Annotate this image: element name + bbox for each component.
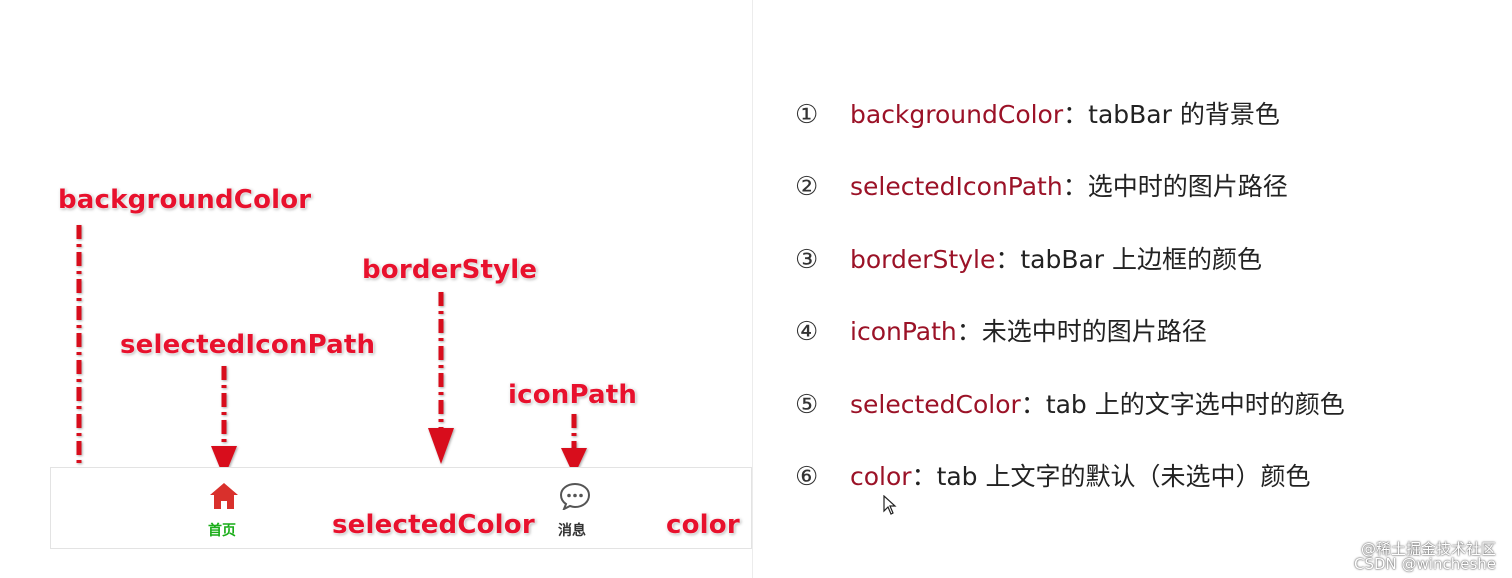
watermark-line-1: @稀土掘金技术社区 [1360, 540, 1496, 558]
legend-key: borderStyle [850, 245, 996, 274]
legend-number: ④ [795, 317, 819, 347]
mouse-cursor-icon [883, 494, 897, 519]
legend-desc: ：选中时的图片路径 [1062, 172, 1288, 201]
legend-desc: ：tab 上的文字选中时的颜色 [1020, 390, 1345, 419]
tab-bar-mockup: 首页 消息 [50, 467, 752, 549]
legend-desc: ：未选中时的图片路径 [956, 317, 1207, 346]
legend-key: color [850, 462, 912, 491]
callout-border-style: borderStyle [362, 255, 538, 285]
callout-selected-icon-path: selectedIconPath [120, 330, 376, 360]
legend-desc: ：tab 上文字的默认（未选中）颜色 [911, 462, 1311, 491]
home-icon[interactable] [209, 482, 239, 514]
legend-number: ① [795, 100, 819, 130]
legend-number: ⑥ [795, 462, 819, 492]
chat-bubble-icon[interactable] [559, 482, 591, 514]
callout-icon-path: iconPath [508, 380, 638, 410]
watermark-line-2: CSDN @wincheshe [1353, 555, 1496, 573]
panel-divider [752, 0, 753, 578]
arrow-icon-path-head [561, 448, 587, 476]
callout-selected-color: selectedColor [332, 510, 535, 540]
callout-color: color [666, 510, 740, 540]
legend-key: backgroundColor [850, 100, 1064, 129]
legend-key: iconPath [850, 317, 957, 346]
arrow-border-style-head [428, 428, 454, 464]
legend-desc: ：tabBar 上边框的颜色 [995, 245, 1263, 274]
tab-label-messages[interactable]: 消息 [558, 523, 586, 539]
callout-background-color: backgroundColor [58, 185, 312, 215]
legend-key: selectedIconPath [850, 172, 1063, 201]
legend-key: selectedColor [850, 390, 1021, 419]
legend-number: ③ [795, 245, 819, 275]
legend-number: ⑤ [795, 390, 819, 420]
tab-label-home[interactable]: 首页 [208, 523, 236, 539]
arrow-selected-icon-path-head [211, 446, 237, 478]
legend-number: ② [795, 172, 819, 202]
legend-desc: ：tabBar 的背景色 [1063, 100, 1280, 129]
